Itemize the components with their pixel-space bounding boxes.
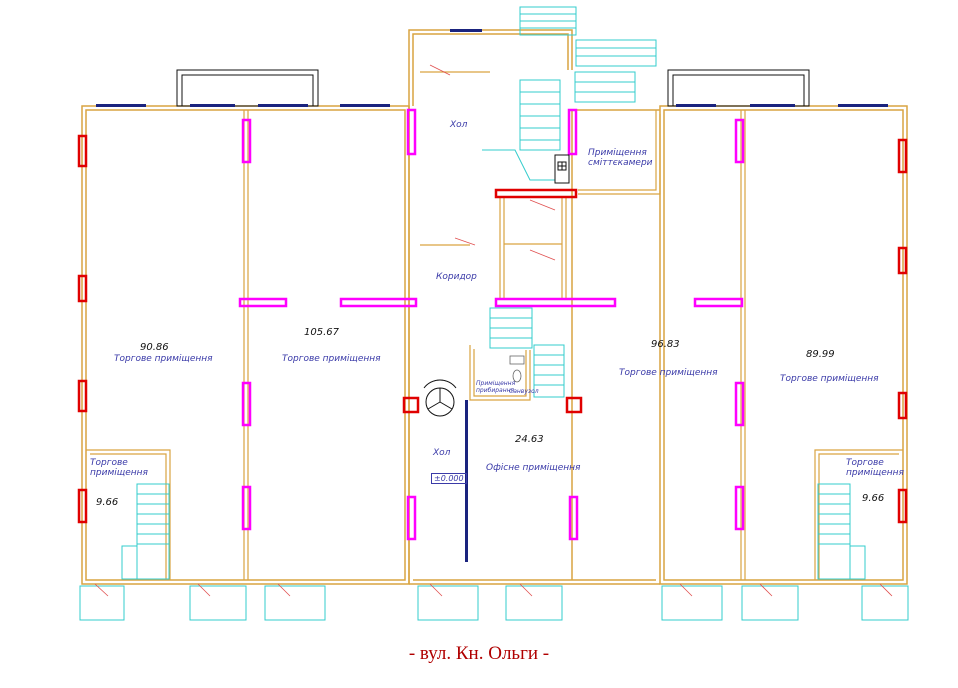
room-area-r2: 105.67 bbox=[304, 327, 339, 338]
stairs bbox=[121, 6, 866, 580]
outer-walls bbox=[81, 29, 908, 585]
interior-walls bbox=[86, 71, 903, 580]
room-name-corridor: Коридор bbox=[436, 272, 477, 282]
room-name-wc: Санвузол bbox=[509, 388, 539, 395]
room-name-r2: Торгове приміщення bbox=[282, 354, 381, 364]
room-area-r6: 9.66 bbox=[862, 493, 885, 504]
room-name-cleaning: Приміщення прибирання bbox=[476, 380, 516, 394]
room-area-r3: 96.83 bbox=[651, 339, 680, 350]
red-columns bbox=[77, 134, 908, 524]
entrance-steps bbox=[79, 585, 909, 621]
wc-fixtures bbox=[509, 355, 525, 383]
revolving-door bbox=[423, 379, 457, 417]
room-name-r4: Торгове приміщення bbox=[780, 374, 879, 384]
room-area-r4: 89.99 bbox=[806, 349, 835, 360]
room-name-hall-bottom: Хол bbox=[433, 448, 451, 458]
room-name-r6: Торгове приміщення bbox=[846, 458, 904, 478]
magenta-columns bbox=[238, 108, 745, 541]
room-name-office: Офісне приміщення bbox=[486, 463, 581, 473]
room-area-r5: 9.66 bbox=[96, 497, 119, 508]
room-name-hall-top: Хол bbox=[450, 120, 468, 130]
street-label: - вул. Кн. Ольги - bbox=[408, 643, 550, 664]
room-name-r5: Торгове приміщення bbox=[90, 458, 148, 478]
doors bbox=[94, 64, 893, 597]
balconies bbox=[176, 69, 810, 107]
room-area-office: 24.63 bbox=[515, 434, 544, 445]
windows bbox=[96, 29, 888, 562]
room-name-garbage: Приміщення сміттєкамери bbox=[588, 148, 653, 168]
garbage-chute bbox=[554, 154, 570, 184]
room-name-r1: Торгове приміщення bbox=[114, 354, 213, 364]
room-name-r3: Торгове приміщення bbox=[619, 368, 718, 378]
level-mark: ±0.000 bbox=[431, 473, 467, 484]
room-area-r1: 90.86 bbox=[140, 342, 169, 353]
